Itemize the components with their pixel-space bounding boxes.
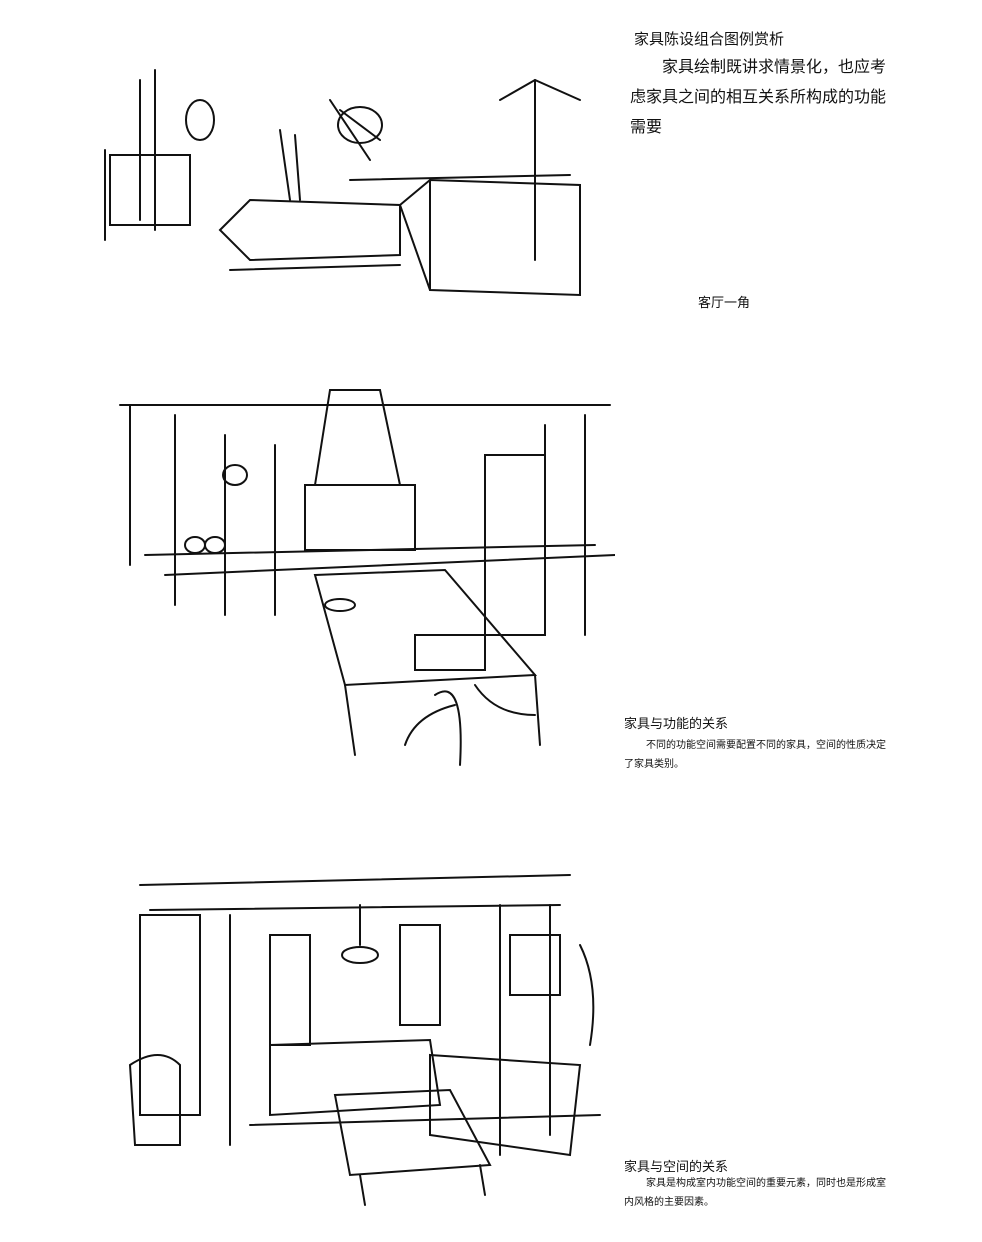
section2-title: 家具与功能的关系: [624, 717, 729, 732]
kitchen-sketch: [115, 385, 616, 770]
intro-title: 家具陈设组合图例赏析: [634, 30, 785, 48]
living-room-sketch: [100, 60, 600, 300]
intro-body: 家具绘制既讲求情景化，也应考虑家具之间的相互关系所构成的功能需要: [630, 57, 887, 136]
section3-body: 家具是构成室内功能空间的重要元素，同时也是形成室内风格的主要因素。: [624, 1178, 886, 1208]
section2-body: 不同的功能空间需要配置不同的家具，空间的性质决定了家具类别。: [624, 740, 886, 770]
section3-title: 家具与空间的关系: [624, 1160, 729, 1175]
interior-space-sketch: [120, 865, 610, 1225]
living-room-caption: 客厅一角: [698, 296, 751, 311]
